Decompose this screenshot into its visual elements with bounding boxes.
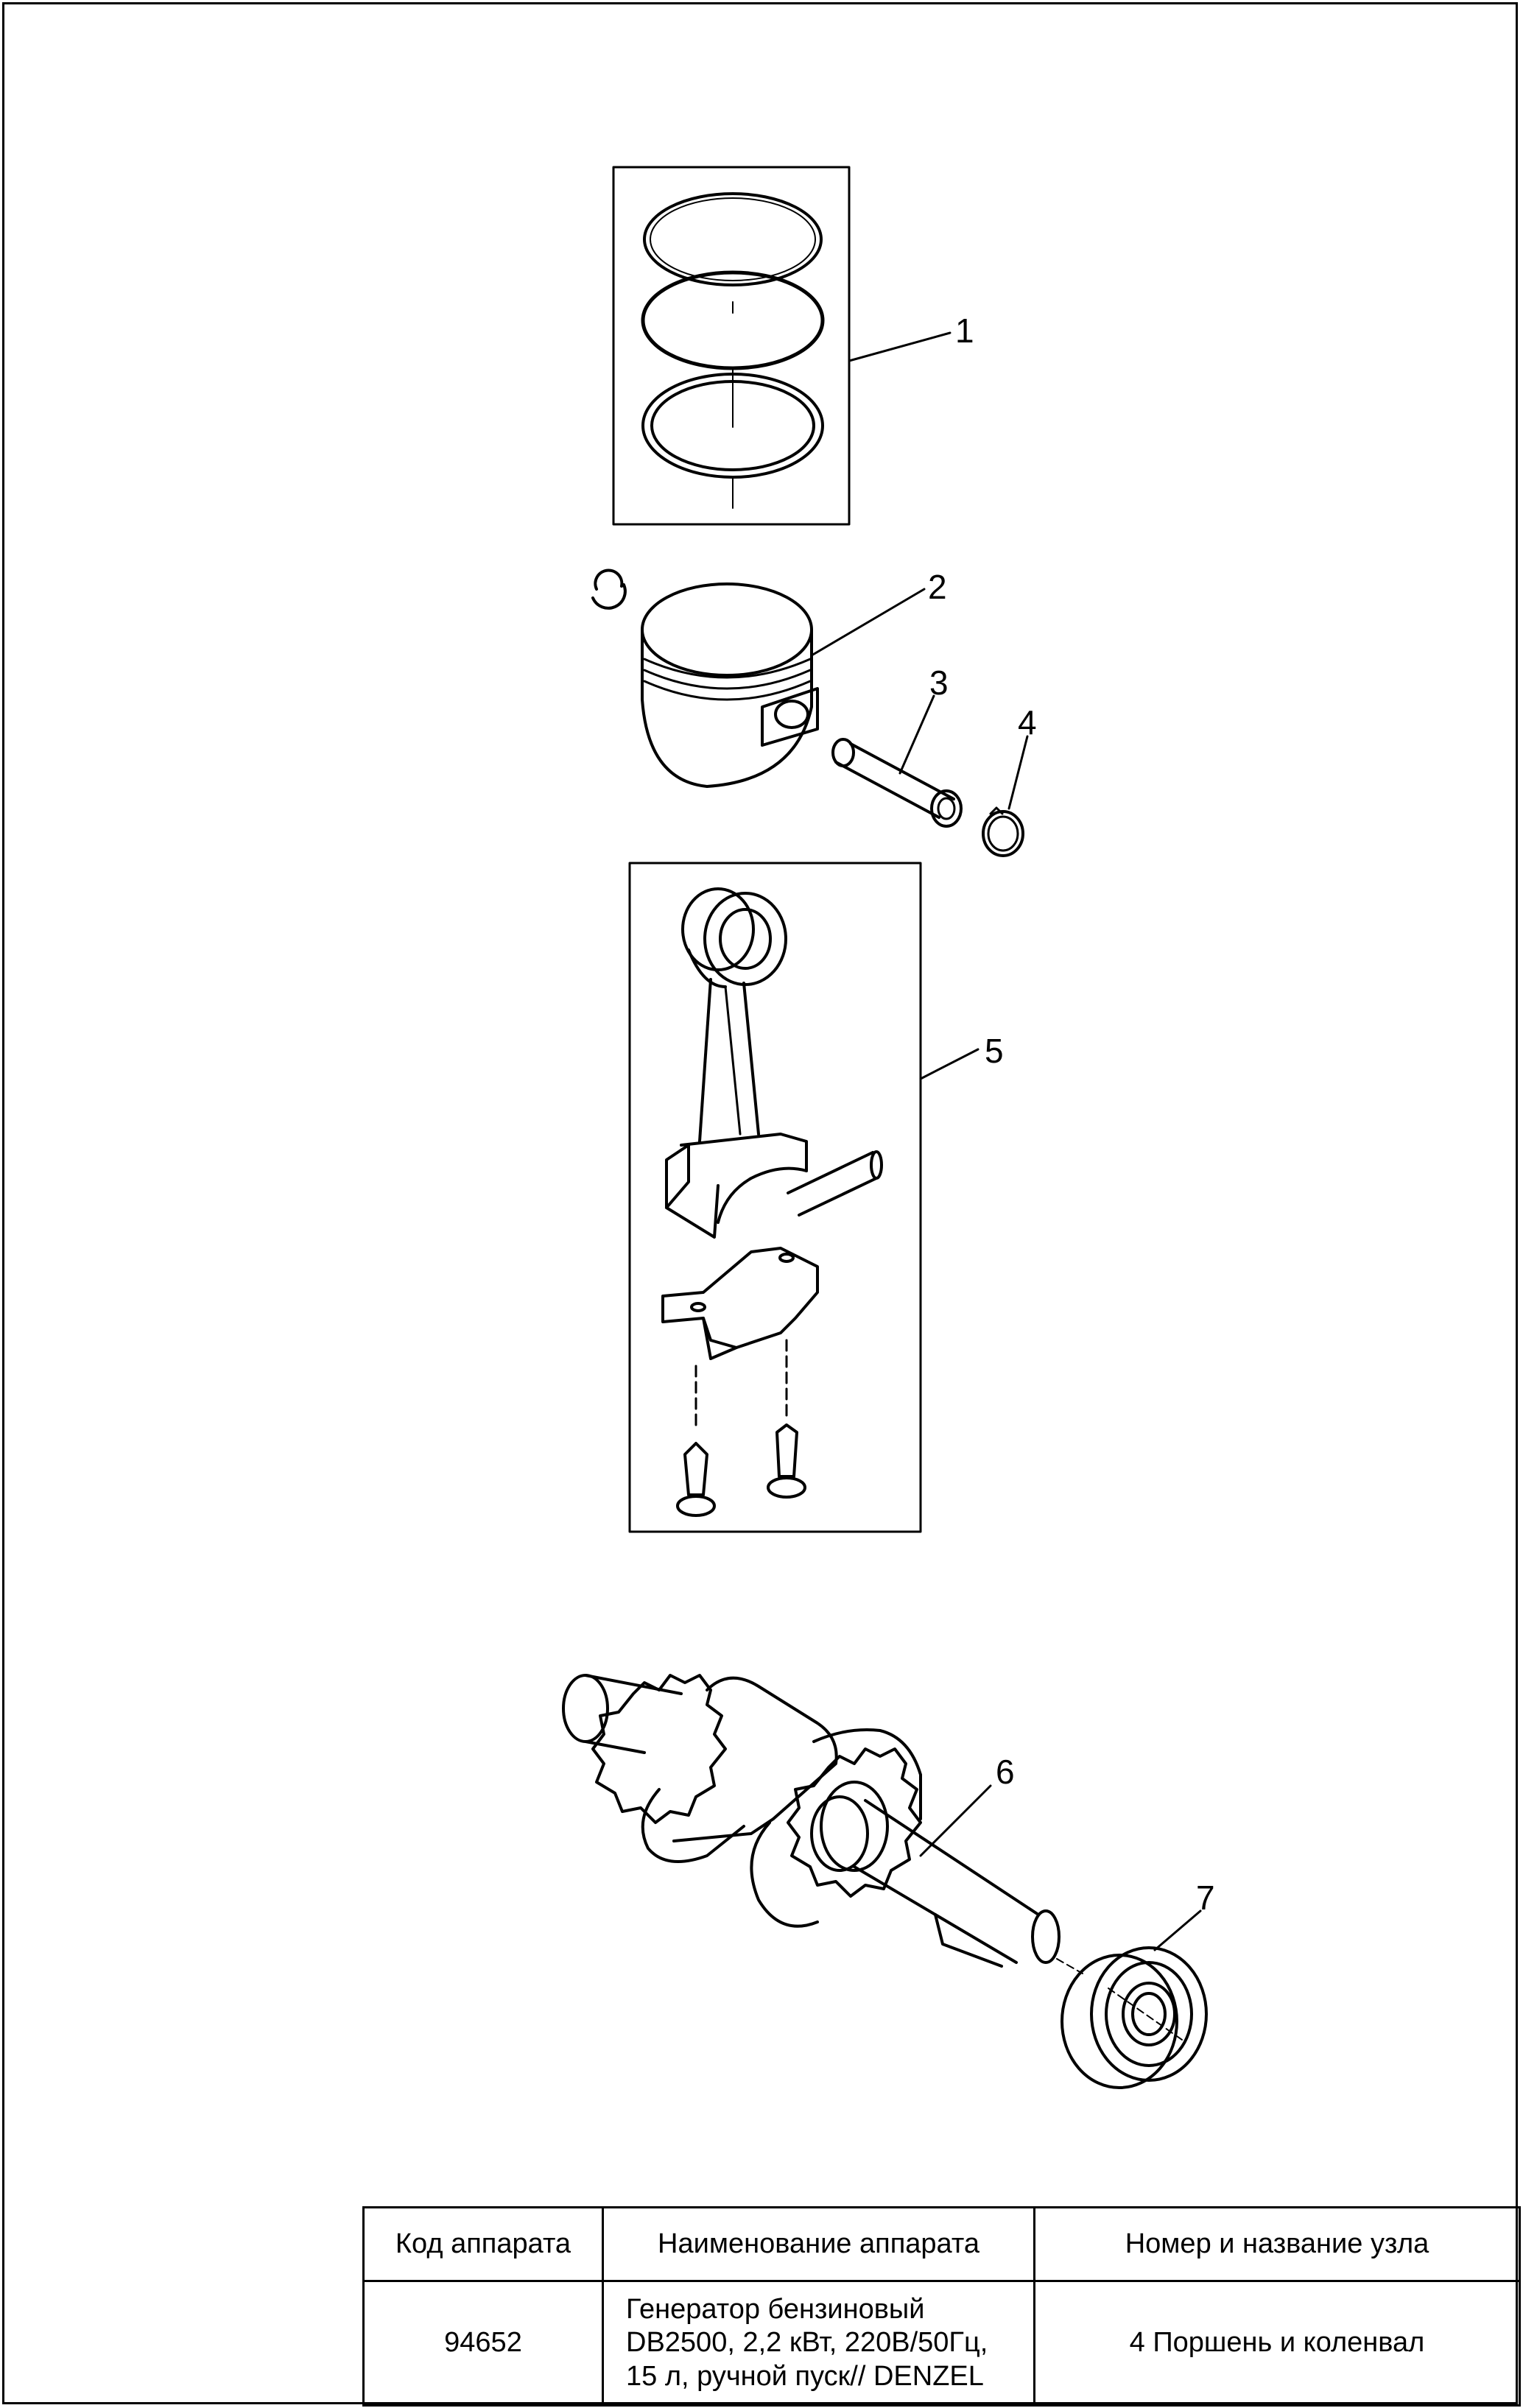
info-table: Код аппарата Наименование аппарата Номер… (362, 2206, 1521, 2407)
piston-group (591, 568, 819, 788)
callout-7: 7 (1196, 1879, 1215, 1917)
header-node: Номер и название узла (1033, 2206, 1521, 2282)
info-table-header-row: Код аппарата Наименование аппарата Номер… (362, 2206, 1521, 2282)
cell-node: 4 Поршень и коленвал (1033, 2280, 1521, 2407)
callout-2: 2 (928, 568, 947, 606)
cell-name: Генератор бензиновый DB2500, 2,2 кВт, 22… (602, 2280, 1035, 2407)
connecting-rod-box (628, 862, 922, 1533)
leader-line-3 (898, 694, 935, 775)
leader-line-5 (919, 1048, 979, 1080)
callout-1: 1 (955, 311, 974, 350)
crankshaft-group (562, 1674, 1083, 1974)
piston-ring-middle (641, 270, 825, 370)
leader-line-2 (810, 588, 926, 657)
callout-6: 6 (996, 1753, 1015, 1791)
info-table-row: 94652 Генератор бензиновый DB2500, 2,2 к… (362, 2280, 1521, 2407)
cell-code: 94652 (362, 2280, 604, 2407)
leader-line-1 (848, 331, 952, 362)
leader-line-7 (1153, 1909, 1202, 1951)
piston-ring-top (643, 192, 823, 286)
bearing-group (1061, 1946, 1208, 2089)
header-code: Код аппарата (362, 2206, 604, 2282)
callout-5: 5 (985, 1032, 1004, 1070)
callout-3: 3 (929, 663, 949, 702)
connecting-rod-group (628, 862, 922, 1533)
piston-pin-boss (761, 687, 819, 747)
piston-crown (641, 582, 813, 677)
cell-name-line-1: Генератор бензиновый (626, 2293, 925, 2325)
leader-line-4 (1007, 735, 1029, 810)
leader-line-6 (919, 1784, 992, 1857)
piston-rings-box (612, 166, 851, 526)
circlip-right-group (982, 806, 1024, 857)
callout-4: 4 (1018, 703, 1037, 742)
cell-name-line-2: DB2500, 2,2 кВт, 220В/50Гц, (626, 2327, 988, 2359)
piston-ring-top-inner (650, 197, 816, 281)
piston-clip-left (591, 568, 627, 610)
header-name: Наименование аппарата (602, 2206, 1035, 2282)
piston-pin-group (831, 738, 963, 828)
cell-name-line-3: 15 л, ручной пуск// DENZEL (626, 2360, 984, 2392)
piston-rings-group (612, 166, 851, 526)
